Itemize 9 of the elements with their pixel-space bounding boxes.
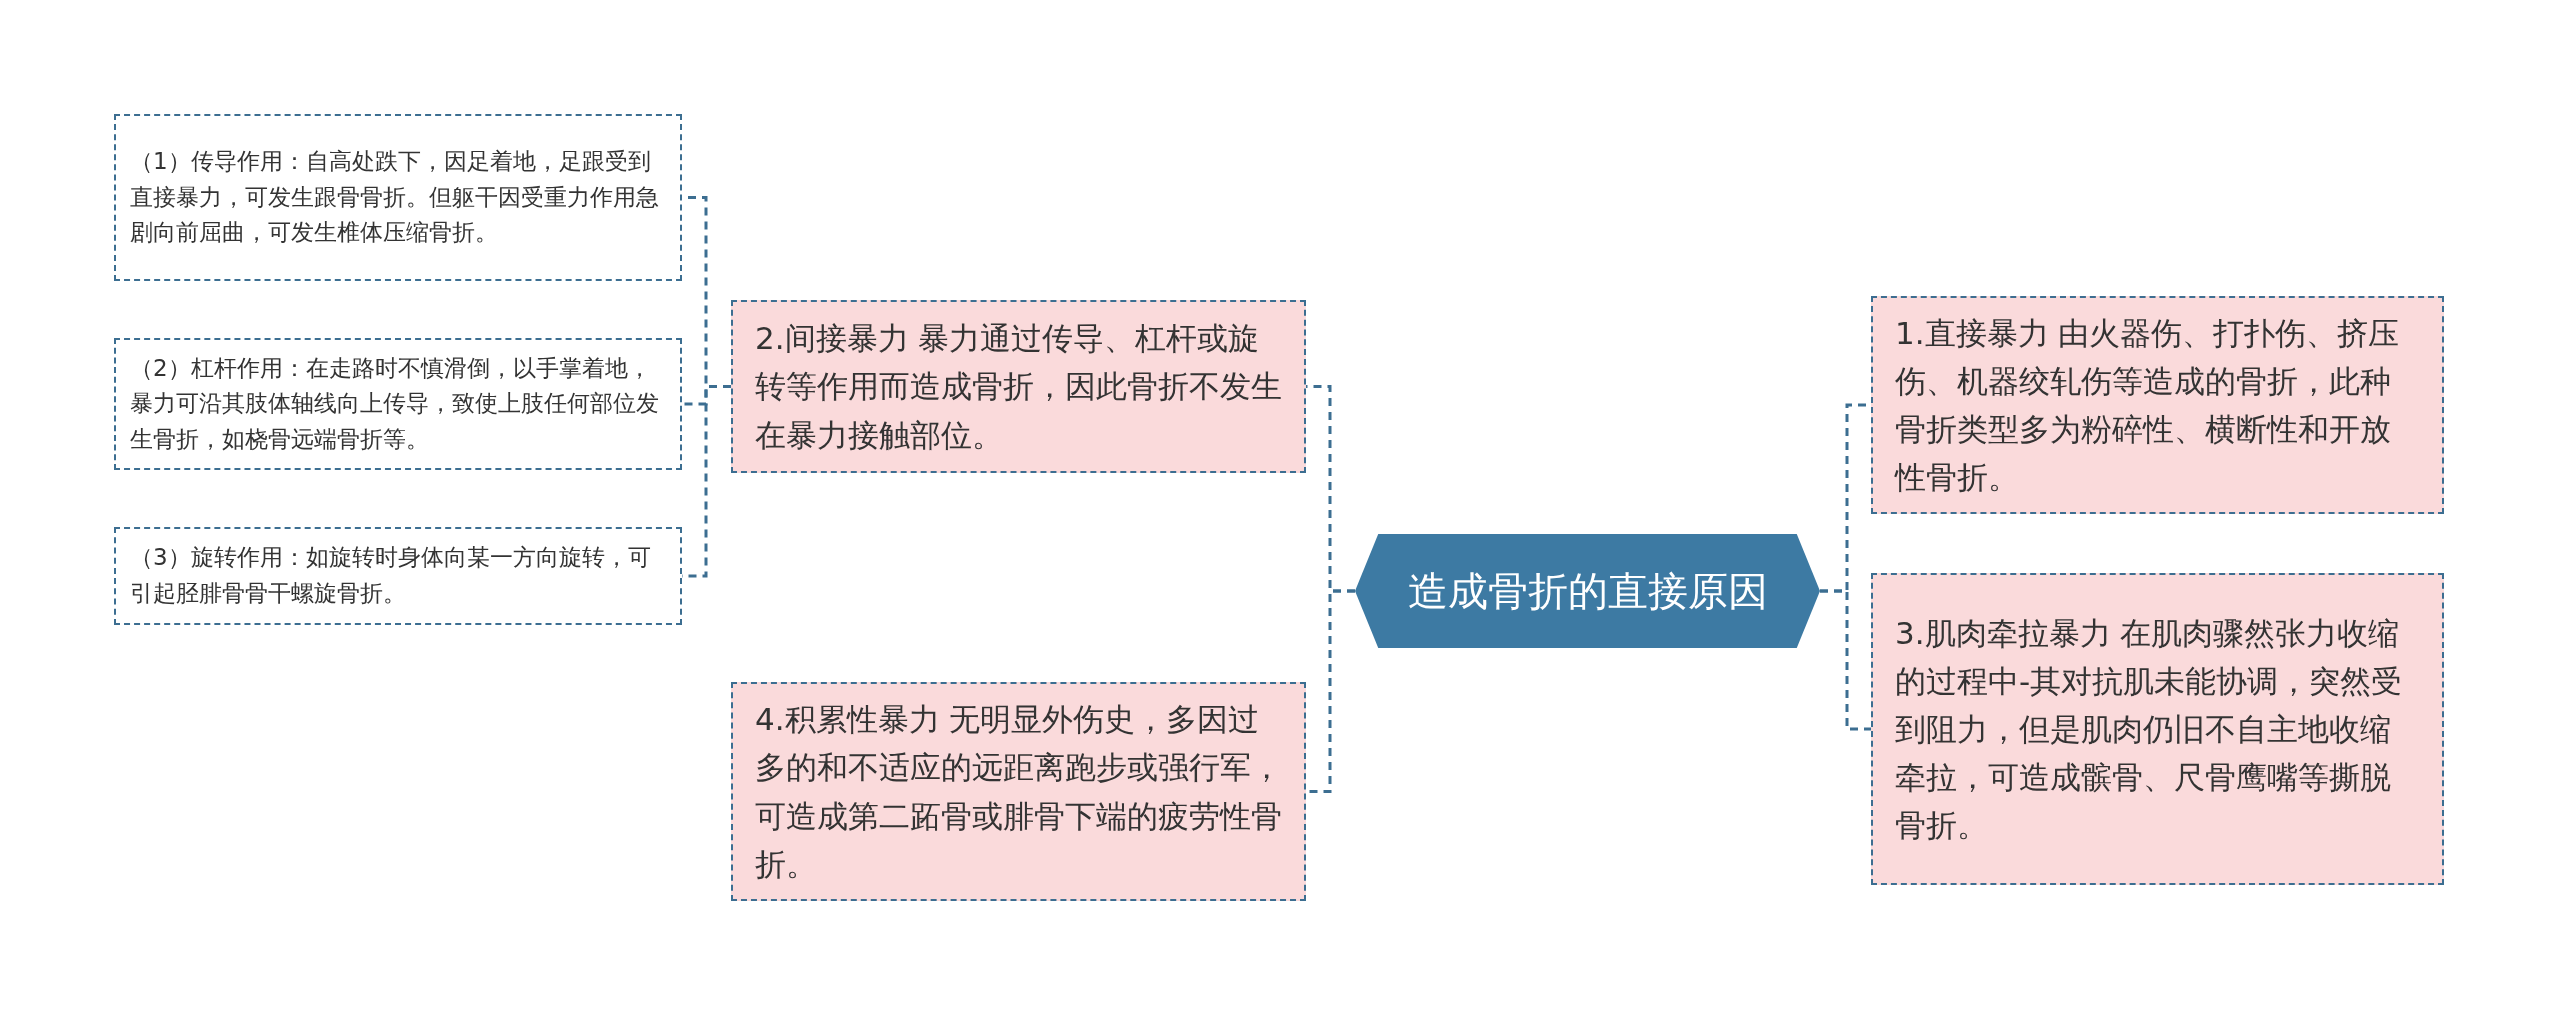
topic-box: 1.直接暴力 由火器伤、打扑伤、挤压伤、机器绞轧伤等造成的骨折，此种骨折类型多为粉碎性、横断性和开放性骨折。 <box>1871 296 2444 514</box>
subtopic-box: （2）杠杆作用：在走路时不慎滑倒，以手掌着地，暴力可沿其肢体轴线向上传导，致使上肢任何部位发生骨折，如桡骨远端骨折等。 <box>114 338 682 470</box>
subtopic-box: （1）传导作用：自高处跌下，因足着地，足跟受到直接暴力，可发生跟骨骨折。但躯干因受重力作用急剧向前屈曲，可发生椎体压缩骨折。 <box>114 114 682 281</box>
topic-box: 2.间接暴力 暴力通过传导、杠杆或旋转等作用而造成骨折，因此骨折不发生在暴力接触部位。 <box>731 300 1306 473</box>
topic-box: 4.积累性暴力 无明显外伤史，多因过多的和不适应的远距离跑步或强行军，可造成第二跖骨或腓骨下端的疲劳性骨折。 <box>731 682 1306 901</box>
topic-box: 3.肌肉牵拉暴力 在肌肉骤然张力收缩的过程中-其对抗肌未能协调，突然受到阻力，但是肌肉仍旧不自主地收缩牵拉，可造成髌骨、尺骨鹰嘴等撕脱骨折。 <box>1871 573 2444 885</box>
connector-line <box>1820 589 1871 731</box>
subtopic-box: （3）旋转作用：如旋转时身体向某一方向旋转，可引起胫腓骨骨干螺旋骨折。 <box>114 527 682 625</box>
central-topic: 造成骨折的直接原因 <box>1355 534 1820 648</box>
